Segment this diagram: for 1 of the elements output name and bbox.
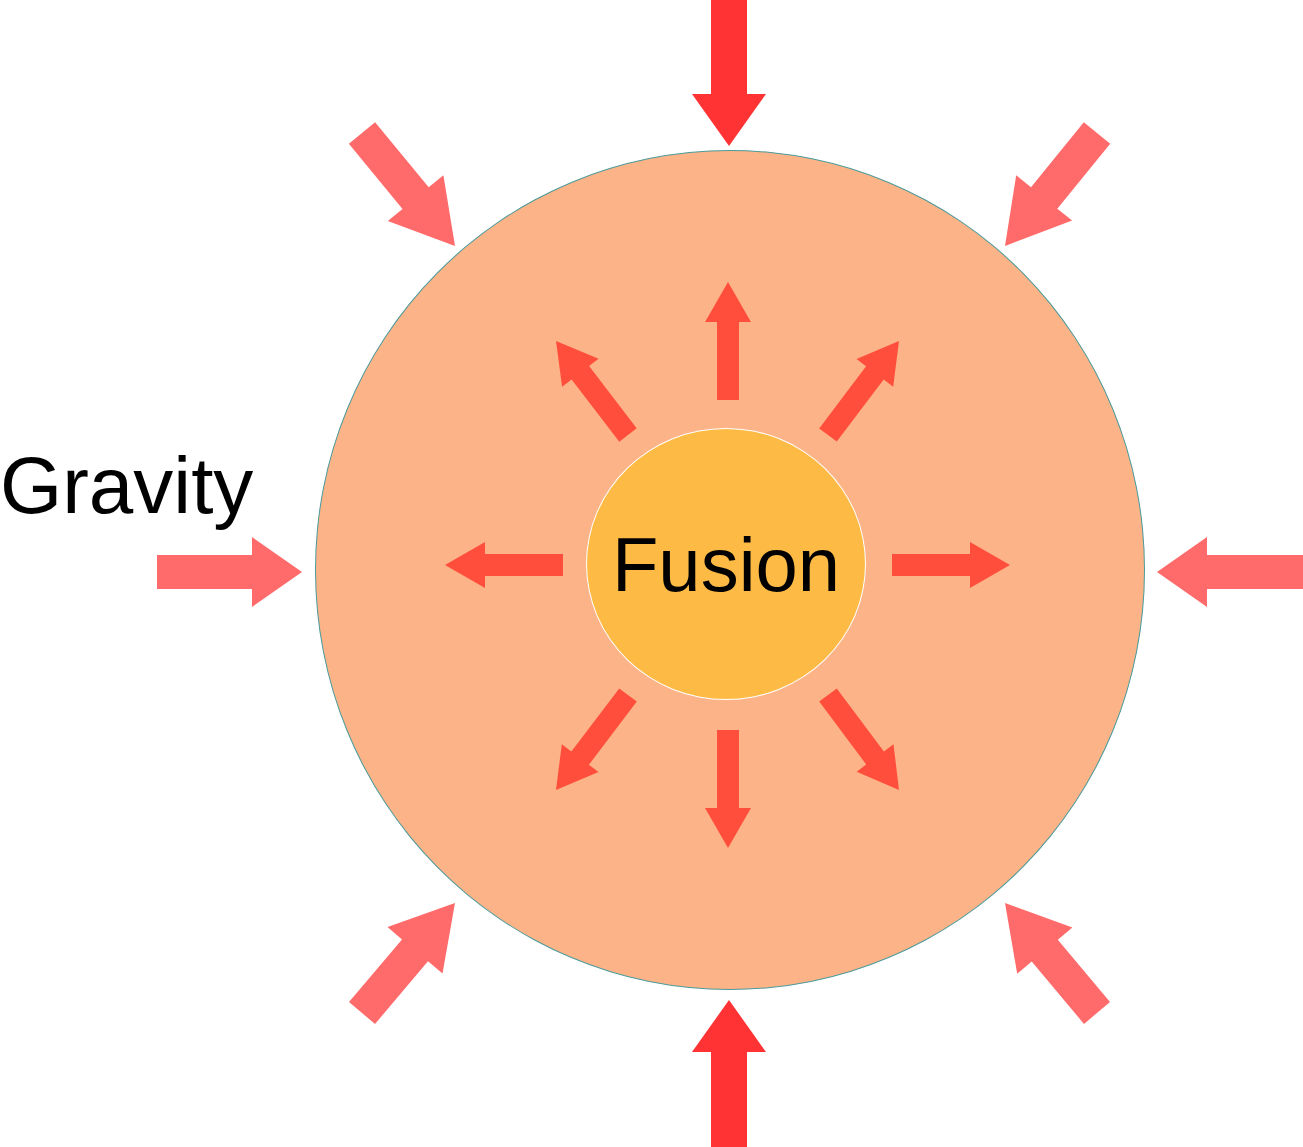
node-label: Fusion (611, 520, 841, 608)
